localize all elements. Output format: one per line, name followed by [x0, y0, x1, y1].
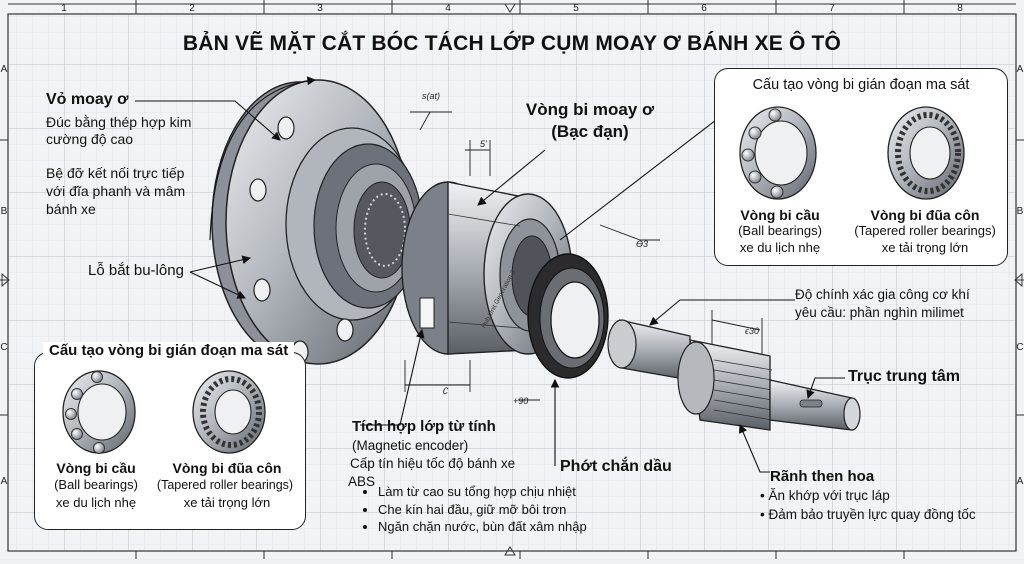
column-label: 2 — [189, 3, 195, 14]
inset-bearing-types-left: Cấu tạo vòng bi gián đoạn ma sát Vòng bi… — [34, 342, 306, 530]
row-label: A — [1, 476, 8, 487]
ball-bearing-use: xe du lịch nhẹ — [739, 240, 821, 255]
drawing-title: BẢN VẼ MẶT CẮT BÓC TÁCH LỚP CỤM MOAY Ơ B… — [182, 32, 842, 55]
row-label: C — [1016, 342, 1023, 353]
roller-bearing-use: xe tải trọng lớn — [183, 495, 271, 510]
shaft-name: Trục trung tâm — [848, 368, 961, 385]
encoder-abs: ABS — [348, 474, 376, 489]
ball-bearing-icon — [62, 370, 136, 454]
spline-bullet-text: Ăn khớp với trục láp — [768, 488, 890, 503]
spline-bullet: • Đảm bảo truyền lực quay đồng tốc — [760, 507, 976, 522]
row-label: B — [1, 206, 8, 217]
spline-name: Rãnh then hoa — [770, 468, 875, 485]
encoder-name: Tích hợp lớp từ tính — [352, 418, 496, 435]
frame-ruler-bottom — [135, 551, 905, 559]
hub-housing-desc: Đúc bằng thép hợp kim — [46, 114, 192, 130]
column-label: 7 — [829, 3, 835, 14]
precision-note: yêu cầu: phần nghìn milimet — [795, 305, 964, 320]
roller-bearing-use: xe tải trọng lớn — [881, 240, 969, 255]
roller-bearing-name: Vòng bi đũa côn — [172, 460, 282, 476]
roller-bearing-en: (Tapered roller bearings) — [854, 223, 996, 238]
inset-title: Cấu tạo vòng bi gián đoạn ma sát — [752, 77, 970, 93]
dimension-text: ϴ3 — [636, 239, 648, 249]
dimension-lines — [404, 111, 763, 401]
dimension-text: ∁ — [442, 386, 449, 396]
leader-lines — [135, 76, 845, 473]
row-label: C — [0, 342, 7, 353]
encoder-bullet: Làm từ cao su tổng hợp chịu nhiệt — [378, 483, 587, 501]
row-label: A — [1017, 476, 1024, 487]
hub-bearing-name: Vòng bi moay ơ — [525, 100, 655, 119]
dimension-text: 5' — [480, 139, 487, 149]
ball-bearing-use: xe du lịch nhẹ — [55, 495, 137, 510]
oil-seal — [527, 253, 609, 379]
precision-note: Độ chính xác gia công cơ khí — [795, 287, 970, 302]
column-label: 5 — [573, 3, 579, 14]
hub-housing-desc: cường độ cao — [46, 131, 134, 147]
frame-labels: 1 2 3 4 5 6 7 8 A B C A A B C A — [0, 3, 1023, 487]
tapered-roller-bearing-icon — [887, 106, 965, 200]
center-mark-top — [504, 3, 516, 13]
roller-bearing-en: (Tapered roller bearings) — [156, 478, 294, 492]
encoder-desc: Cấp tín hiệu tốc độ bánh xe — [350, 456, 516, 471]
ball-bearing-icon — [739, 106, 817, 200]
dimension-texts: s(at) 5' ϴ3 ϵ30 +90 ∁ — [422, 91, 759, 406]
oil-seal-name: Phớt chắn dầu — [560, 458, 672, 475]
ball-bearing-en: (Ball bearings) — [738, 223, 822, 238]
ball-bearing-name: Vòng bi cầu — [740, 207, 820, 223]
inset-bearing-types-right: Cấu tạo vòng bi gián đoạn ma sát Vòng bi… — [714, 68, 1008, 266]
hub-bearing-subname: (Bạc đạn) — [551, 122, 629, 141]
encoder-bullet: Ngăn chặn nước, bùn đất xâm nhập — [378, 518, 587, 536]
spline-bullet-text: Đảm bảo truyền lực quay đồng tốc — [768, 507, 976, 522]
frame-ruler-sides — [0, 139, 1024, 416]
dimension-text: s(at) — [422, 91, 440, 101]
encoder-en: (Magnetic encoder) — [352, 438, 469, 453]
hub-housing-desc: với đĩa phanh và mâm — [46, 183, 186, 199]
column-label: 8 — [957, 3, 963, 14]
dimension-text: +90 — [513, 396, 528, 406]
row-label: B — [1017, 206, 1024, 217]
row-label: A — [1, 64, 8, 75]
ball-bearing-en: (Ball bearings) — [54, 477, 138, 492]
hub-housing-name: Vỏ moay ơ — [46, 91, 129, 108]
center-mark-right — [1014, 272, 1023, 288]
column-label: 1 — [61, 3, 67, 14]
column-label: 6 — [701, 3, 707, 14]
spline-bullet: • Ăn khớp với trục láp — [760, 488, 890, 503]
tapered-roller-bearing-icon — [192, 370, 266, 454]
column-label: 4 — [445, 3, 451, 14]
hub-housing-desc: bánh xe — [46, 201, 96, 217]
inset-title: Cấu tạo vòng bi gián đoạn ma sát — [43, 342, 295, 360]
center-shaft — [607, 319, 861, 431]
encoder-bullet: Che kín hai đầu, giữ mỡ bôi trơn — [378, 501, 587, 519]
column-label: 3 — [317, 3, 323, 14]
dimension-text: ϵ30 — [745, 326, 759, 336]
center-mark-left — [1, 272, 10, 288]
center-mark-bottom — [504, 546, 516, 556]
bolt-holes — [249, 116, 354, 364]
bolt-holes-label: Lỗ bắt bu-lông — [88, 262, 184, 279]
encoder-bullets: Làm từ cao su tổng hợp chịu nhiệt Che kí… — [362, 483, 587, 536]
ball-bearing-name: Vòng bi cầu — [56, 460, 136, 476]
hub-housing-desc: Bệ đỡ kết nối trực tiếp — [46, 165, 185, 181]
roller-bearing-name: Vòng bi đũa côn — [870, 207, 980, 223]
row-label: A — [1017, 64, 1024, 75]
